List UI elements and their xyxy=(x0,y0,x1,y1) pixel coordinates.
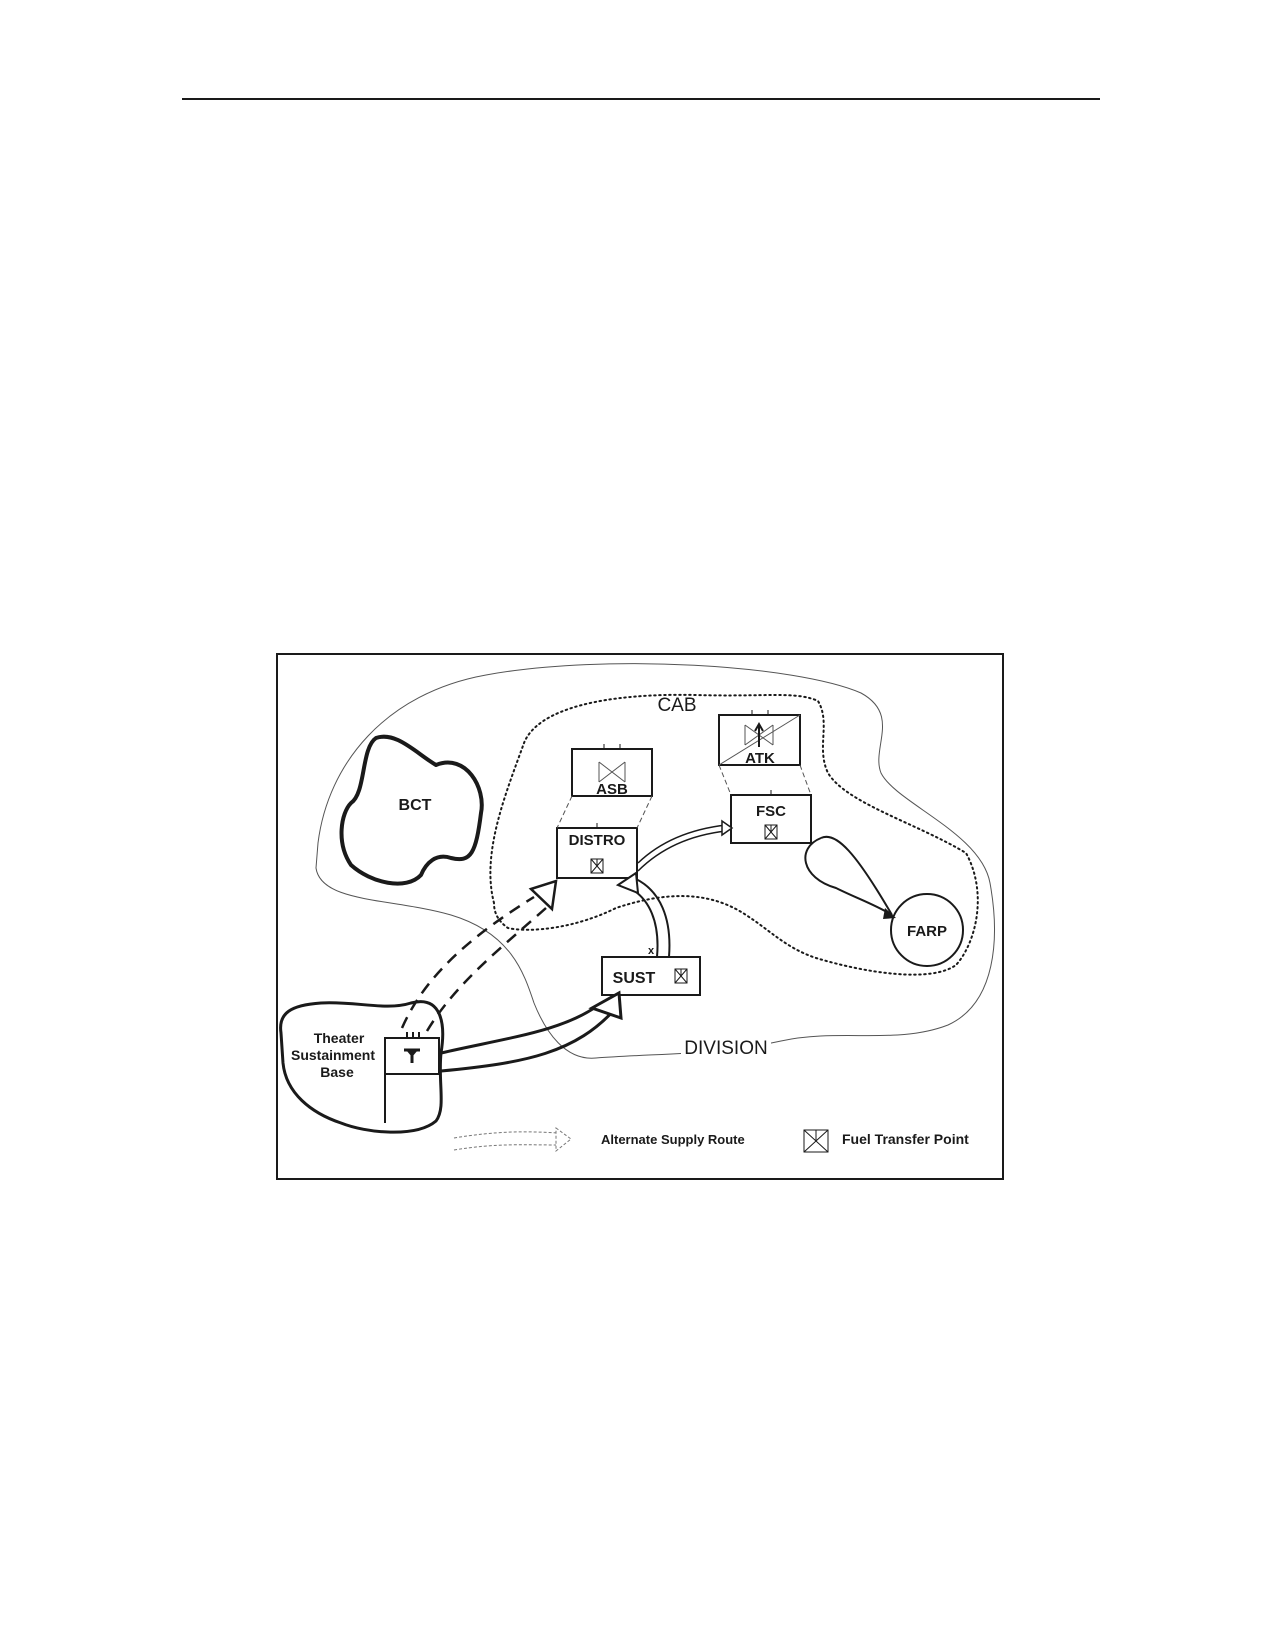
theater-sust-route xyxy=(440,990,623,1073)
legend-alternate-route-label: Alternate Supply Route xyxy=(601,1132,745,1147)
theater-base-unit-symbol xyxy=(384,1032,440,1123)
cab-boundary xyxy=(489,693,979,976)
division-boundary xyxy=(315,663,995,1059)
diagram-canvas: ASB DISTRO ATK FSC SUST x FARP xyxy=(276,653,1004,1180)
distro-label: DISTRO xyxy=(569,832,626,849)
fsc-farp-route xyxy=(804,837,893,916)
sustainment-diagram: ASB DISTRO ATK FSC SUST x FARP xyxy=(276,653,1004,1180)
distro-fsc-route xyxy=(637,819,734,872)
theater-base-area xyxy=(279,1000,445,1134)
sust-distro-route xyxy=(615,871,671,958)
atk-fsc-link xyxy=(718,764,812,796)
theater-distro-alternate-route xyxy=(400,879,558,1032)
bct-area xyxy=(339,734,484,886)
sust-unit xyxy=(601,956,701,996)
farp-label: FARP xyxy=(907,923,947,940)
division-label: DIVISION xyxy=(684,1038,767,1059)
theater-base-label-line1: Theater xyxy=(314,1030,365,1046)
atk-unit xyxy=(718,710,801,766)
fsc-unit xyxy=(730,790,812,844)
cab-label: CAB xyxy=(657,695,696,716)
asb-unit xyxy=(571,744,653,797)
theater-base-label-line2: Sustainment xyxy=(291,1047,375,1063)
page-header-rule xyxy=(182,98,1100,100)
sust-echelon-label: x xyxy=(648,945,655,957)
division-label-backdrop xyxy=(681,1033,771,1059)
fsc-label: FSC xyxy=(756,803,786,820)
legend-alternate-route-symbol xyxy=(453,1127,572,1153)
legend-fuel-point-label: Fuel Transfer Point xyxy=(842,1131,969,1147)
sust-label: SUST xyxy=(613,970,656,987)
asb-label: ASB xyxy=(596,781,628,798)
atk-label: ATK xyxy=(745,750,775,767)
distro-unit xyxy=(556,823,638,879)
farp-point xyxy=(890,893,964,967)
theater-base-label-line3: Base xyxy=(320,1064,354,1080)
asb-distro-link xyxy=(556,795,653,829)
bct-label: BCT xyxy=(399,797,432,814)
fuel-transfer-point-icon xyxy=(803,1129,829,1153)
